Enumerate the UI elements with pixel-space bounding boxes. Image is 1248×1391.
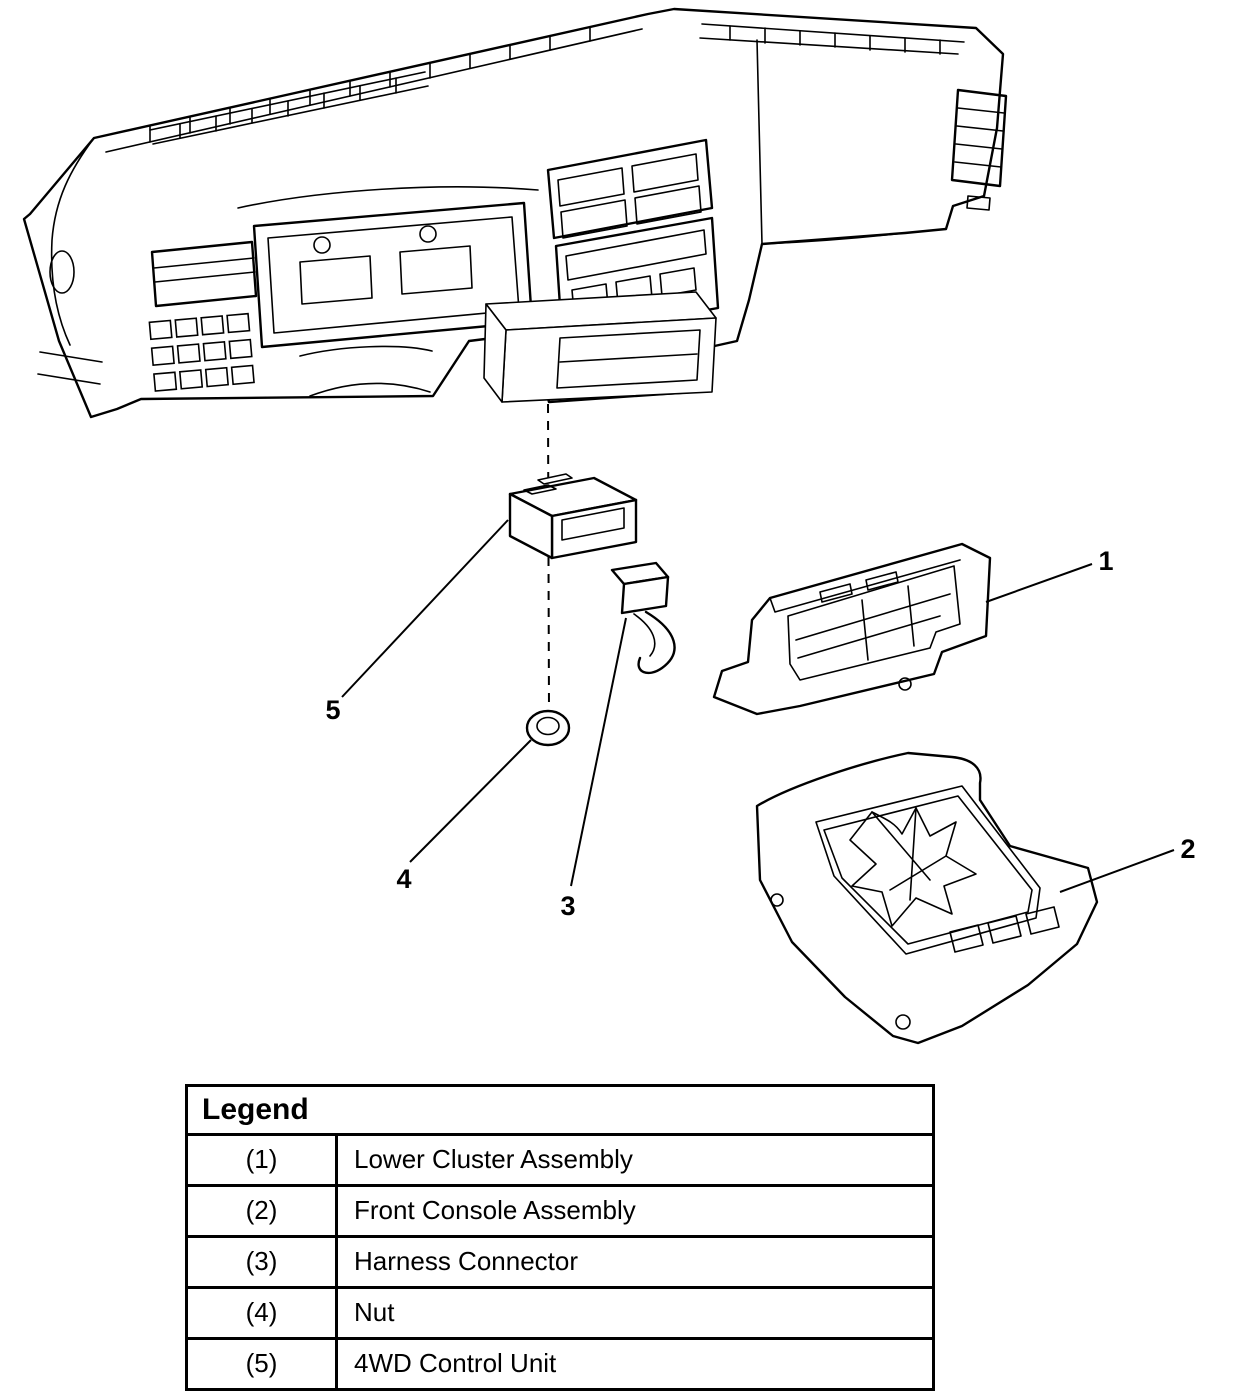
- legend-item-number: (4): [188, 1289, 338, 1337]
- legend-item-label: 4WD Control Unit: [354, 1348, 557, 1378]
- callout-3: 3: [560, 891, 575, 921]
- callout-2: 2: [1180, 834, 1195, 864]
- callout-4: 4: [396, 864, 411, 894]
- nut: [527, 711, 569, 745]
- legend-item-label: Nut: [354, 1297, 395, 1327]
- callout-1: 1: [1098, 546, 1113, 576]
- leader-line-5: [342, 520, 508, 697]
- legend-row-4: (4) Nut: [188, 1286, 932, 1337]
- callout-numbers: 1 2 3 4 5: [325, 546, 1195, 921]
- radio-housing: [484, 292, 716, 402]
- dashboard-seam: [757, 40, 762, 244]
- lower-cluster-assembly: [714, 544, 990, 714]
- harness-connector: [612, 563, 675, 673]
- legend-item-number: (3): [188, 1238, 338, 1286]
- legend-item-label: Front Console Assembly: [354, 1195, 636, 1225]
- leader-line-1: [986, 564, 1092, 602]
- 4wd-control-unit: [510, 474, 636, 558]
- legend-row-1: (1) Lower Cluster Assembly: [188, 1136, 932, 1184]
- steering-column-area: [300, 346, 432, 396]
- dashboard-left-endcap: [38, 138, 102, 384]
- legend-item-number: (2): [188, 1187, 338, 1235]
- center-vents: [548, 140, 712, 238]
- passenger-side-vent: [952, 90, 1006, 210]
- glove-box-seam: [762, 233, 905, 244]
- legend-item-number: (1): [188, 1136, 338, 1184]
- upper-right-vent-strip: [700, 24, 964, 54]
- legend-row-5: (5) 4WD Control Unit: [188, 1337, 932, 1388]
- leader-line-3: [571, 618, 626, 886]
- legend-item-label: Lower Cluster Assembly: [354, 1144, 633, 1174]
- leader-line-4: [410, 740, 531, 862]
- legend-title: Legend: [188, 1087, 932, 1136]
- legend-item-number: (5): [188, 1340, 338, 1388]
- legend-row-3: (3) Harness Connector: [188, 1235, 932, 1286]
- legend-row-2: (2) Front Console Assembly: [188, 1184, 932, 1235]
- shifter-boot: [850, 808, 976, 926]
- instrument-panel-assembly: [24, 9, 1006, 417]
- legend-item-label: Harness Connector: [354, 1246, 578, 1276]
- callout-5: 5: [325, 695, 340, 725]
- driver-side-vent: [152, 242, 256, 306]
- front-console-assembly: [757, 753, 1097, 1043]
- legend-table: Legend (1) Lower Cluster Assembly (2) Fr…: [185, 1084, 935, 1391]
- upper-left-vent-strip: [150, 72, 428, 144]
- leader-lines: [342, 520, 1174, 892]
- leader-line-2: [1060, 850, 1174, 892]
- left-switch-panel: [149, 314, 254, 391]
- alignment-dashed-line: [548, 404, 549, 712]
